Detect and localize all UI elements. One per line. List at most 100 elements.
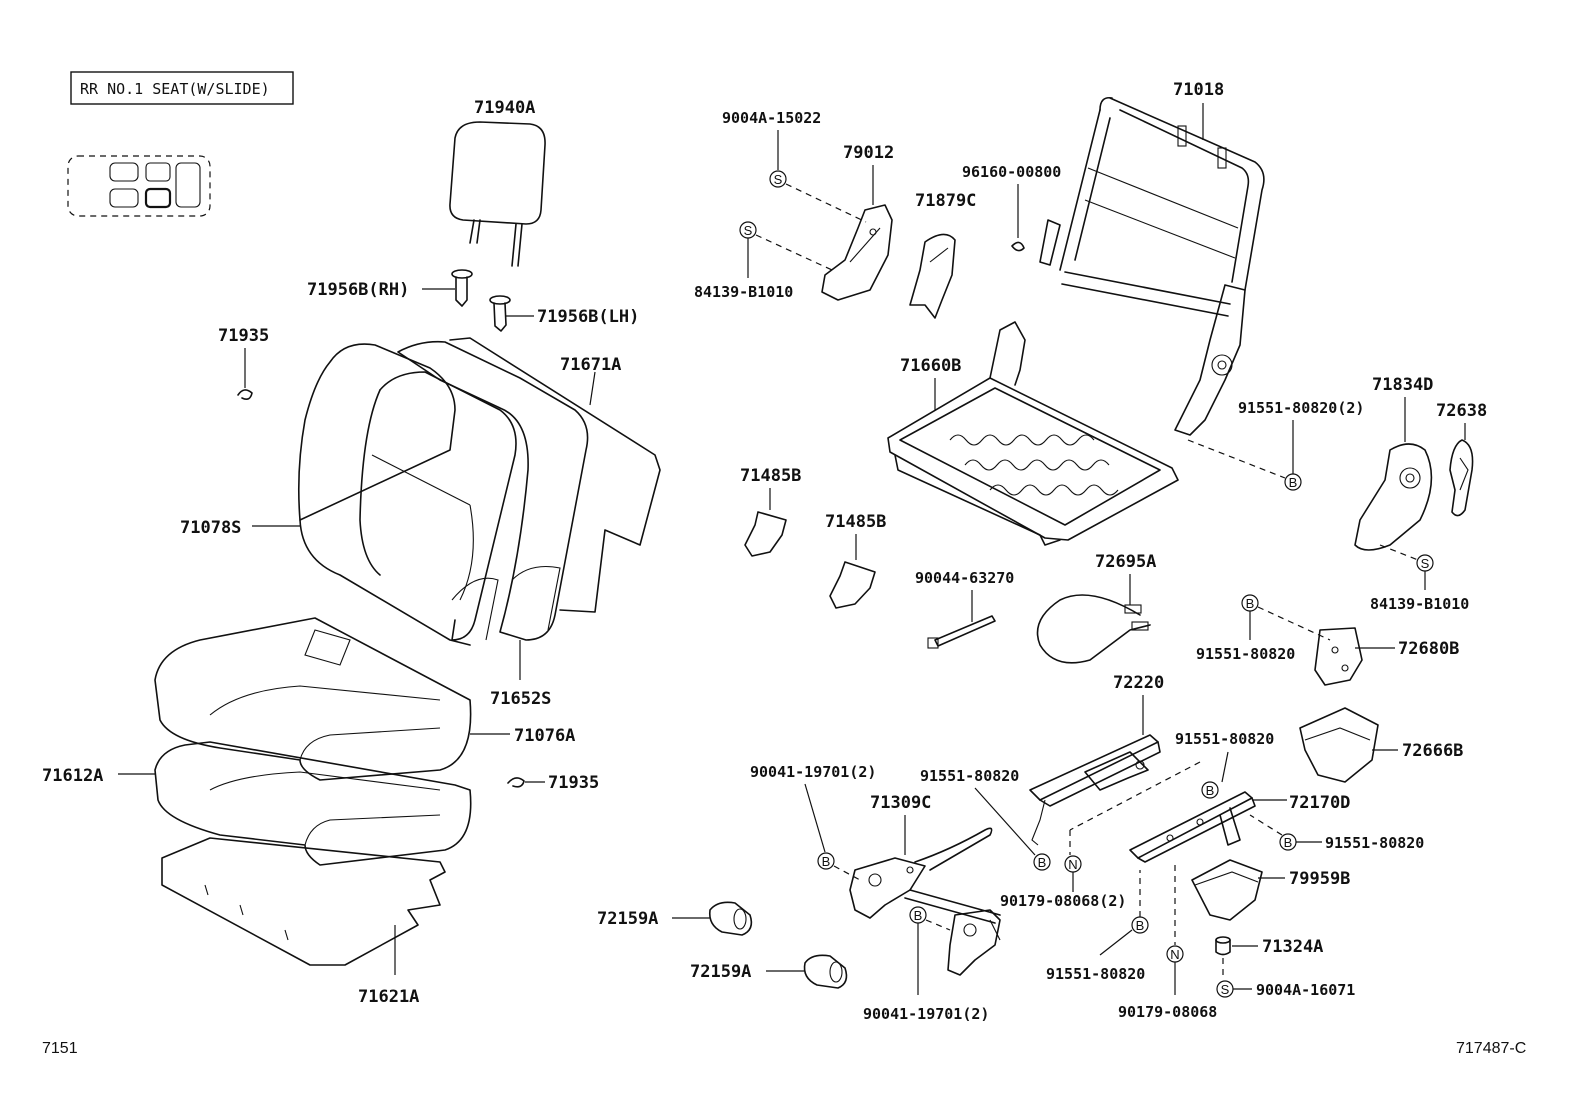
label-71621A: 71621A — [358, 987, 419, 1007]
label-72680B: 72680B — [1398, 639, 1459, 659]
cover-72638 — [1449, 439, 1474, 517]
svg-text:B: B — [914, 908, 923, 923]
label-71935-lower: 71935 — [548, 773, 599, 793]
label-91551-80820-a: 91551-80820 — [1196, 645, 1295, 663]
marker-b-1: B — [1284, 473, 1302, 491]
cover-71834D — [1354, 443, 1433, 551]
label-71660B: 71660B — [900, 356, 961, 376]
slide-rail-72170D — [1129, 791, 1256, 863]
seat-cushion-frame-71660B — [887, 321, 1179, 546]
cushion-sheet-shape — [161, 837, 446, 966]
clip-71935-upper — [237, 389, 253, 400]
marker-b-3: B — [1201, 781, 1219, 799]
label-71018: 71018 — [1173, 80, 1224, 100]
label-72666B: 72666B — [1402, 741, 1463, 761]
seat-cushion-pad-shape — [154, 741, 472, 866]
marker-s-1: S — [769, 170, 787, 188]
label-71324A: 71324A — [1262, 937, 1323, 957]
svg-text:B: B — [1289, 475, 1298, 490]
label-71652S: 71652S — [490, 689, 551, 709]
label-71076A: 71076A — [514, 726, 575, 746]
label-96160-00800: 96160-00800 — [962, 163, 1061, 181]
cable-tie-90044 — [927, 615, 996, 649]
svg-text:S: S — [744, 223, 753, 238]
svg-text:N: N — [1170, 947, 1179, 962]
label-71935-upper: 71935 — [218, 326, 269, 346]
svg-text:B: B — [1038, 855, 1047, 870]
marker-b-2: B — [1241, 594, 1259, 612]
label-91551-80820-c: 91551-80820 — [920, 767, 1019, 785]
label-71485B-lower: 71485B — [825, 512, 886, 532]
label-91551-80820-d: 91551-80820 — [1325, 834, 1424, 852]
label-71078S: 71078S — [180, 518, 241, 538]
headrest-support-lh — [489, 295, 511, 332]
label-79959B: 79959B — [1289, 869, 1350, 889]
cover-71485B-upper — [744, 511, 787, 557]
cable-72695A — [1036, 594, 1151, 664]
slide-mechanism-71309C — [849, 827, 1001, 976]
label-79012: 79012 — [843, 143, 894, 163]
cover-79959B — [1191, 859, 1263, 921]
marker-b-8: B — [909, 906, 927, 924]
svg-text:B: B — [1206, 783, 1215, 798]
hinge-cover-79012 — [821, 204, 893, 301]
marker-s-4: S — [1216, 980, 1234, 998]
label-9004A-15022: 9004A-15022 — [722, 109, 821, 127]
seatback-pad-shape — [397, 340, 589, 641]
seatback-board-shape — [449, 337, 661, 613]
label-91551-80820-e: 91551-80820 — [1046, 965, 1145, 983]
marker-n-2: N — [1166, 945, 1184, 963]
label-71879C: 71879C — [915, 191, 976, 211]
diagram-code: 717487-C — [1456, 1040, 1526, 1057]
label-90041-19701-2-lower: 90041-19701(2) — [863, 1005, 989, 1023]
cover-71879C — [909, 233, 956, 319]
stopper-71324A — [1215, 936, 1231, 956]
seat-cushion-cover-shape — [154, 617, 472, 781]
clip-71935-lower — [507, 777, 525, 788]
svg-text:B: B — [1284, 835, 1293, 850]
marker-b-6: B — [1131, 916, 1149, 934]
label-84139-B1010-upper: 84139-B1010 — [694, 283, 793, 301]
label-71834D: 71834D — [1372, 375, 1433, 395]
label-91551-80820-2-upper: 91551-80820(2) — [1238, 399, 1364, 417]
seatback-frame-71018 — [1039, 96, 1265, 436]
slide-rail-72220 — [1029, 734, 1161, 846]
label-72695A: 72695A — [1095, 552, 1156, 572]
label-72159A-lower: 72159A — [690, 962, 751, 982]
label-90179-08068: 90179-08068 — [1118, 1003, 1217, 1021]
end-cap-72159A-upper — [708, 901, 753, 936]
marker-b-5: B — [1033, 853, 1051, 871]
cover-71485B-lower — [829, 561, 876, 609]
svg-text:B: B — [1246, 596, 1255, 611]
marker-b-4: B — [1279, 833, 1297, 851]
label-71956B-lh: 71956B(LH) — [537, 307, 639, 327]
clip-96160 — [1011, 241, 1025, 252]
cover-72666B — [1299, 707, 1379, 783]
headrest-support-rh — [451, 269, 473, 307]
label-71612A: 71612A — [42, 766, 103, 786]
label-71940A: 71940A — [474, 98, 535, 118]
svg-text:B: B — [1136, 918, 1145, 933]
label-71671A: 71671A — [560, 355, 621, 375]
label-90179-08068-2: 90179-08068(2) — [1000, 892, 1126, 910]
label-72159A-upper: 72159A — [597, 909, 658, 929]
headrest-shape — [449, 121, 546, 267]
label-71956B-rh: 71956B(RH) — [307, 280, 409, 300]
seat-position-icon — [67, 155, 211, 217]
marker-s-3: S — [1416, 554, 1434, 572]
label-71309C: 71309C — [870, 793, 931, 813]
marker-n-1: N — [1064, 855, 1082, 873]
svg-text:B: B — [822, 854, 831, 869]
page-code: 7151 — [42, 1040, 78, 1057]
diagram-title: RR NO.1 SEAT(W/SLIDE) — [80, 80, 270, 98]
seatback-cover-shape — [297, 343, 517, 646]
label-9004A-16071: 9004A-16071 — [1256, 981, 1355, 999]
label-90044-63270: 90044-63270 — [915, 569, 1014, 587]
label-91551-80820-b: 91551-80820 — [1175, 730, 1274, 748]
marker-s-2: S — [739, 221, 757, 239]
label-72638: 72638 — [1436, 401, 1487, 421]
label-84139-B1010-lower: 84139-B1010 — [1370, 595, 1469, 613]
label-72170D: 72170D — [1289, 793, 1350, 813]
bracket-72680B — [1314, 627, 1363, 686]
